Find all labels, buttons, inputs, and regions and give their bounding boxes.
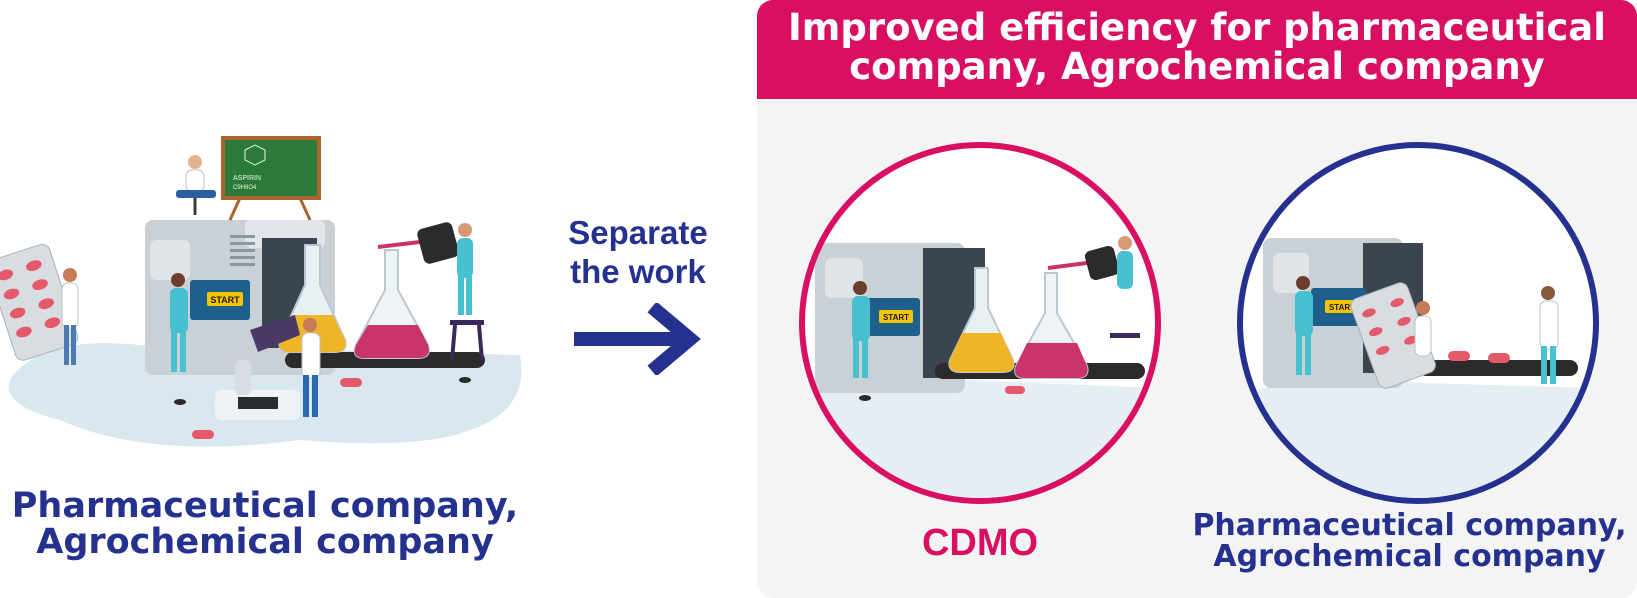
pipette <box>377 240 421 249</box>
cdmo-illustration: START <box>805 236 1155 498</box>
pill-dark <box>174 399 186 405</box>
separate-label: Separate the work <box>548 213 728 291</box>
board-text: ASPIRIN <box>233 175 261 182</box>
board-formula: C9H8O4 <box>233 185 257 191</box>
dropper-bottle <box>417 222 459 264</box>
start-button <box>207 292 243 306</box>
start-label: START <box>210 295 240 305</box>
pharma-caption-line1: Pharmaceutical company, <box>1192 508 1627 543</box>
cdmo-caption: CDMO <box>921 522 1039 564</box>
banner-title-line1: Improved efficiency for pharmaceutical <box>788 5 1606 49</box>
left-lab-illustration: START <box>0 120 530 465</box>
scientist-at-screen <box>170 273 188 372</box>
efficiency-banner: Improved efficiency for pharmaceutical c… <box>757 0 1637 99</box>
scientist-at-microscope <box>301 318 321 417</box>
pharma-caption-line2: Agrochemical company <box>1213 539 1606 574</box>
scientist-top <box>176 155 216 215</box>
pill <box>192 430 214 439</box>
right-arrow-icon <box>574 303 701 375</box>
separate-label-line2: the work <box>570 253 706 290</box>
microscope <box>215 315 300 420</box>
scientist-on-stool <box>450 223 484 361</box>
pharma-caption: Pharmaceutical company, Agrochemical com… <box>1182 510 1637 572</box>
pill <box>340 378 362 387</box>
left-caption-line1: Pharmaceutical company, <box>11 486 519 526</box>
pharma-start-label: START <box>1329 303 1355 312</box>
lab-scene-svg: START <box>0 136 522 447</box>
efficiency-panel: Improved efficiency for pharmaceutical c… <box>757 0 1637 598</box>
left-caption-line2: Agrochemical company <box>36 522 494 562</box>
scientist-left <box>61 268 79 365</box>
left-caption: Pharmaceutical company, Agrochemical com… <box>0 488 530 560</box>
pharma-circle: START <box>1237 142 1599 504</box>
conveyor-belt <box>285 352 485 368</box>
cdmo-start-label: START <box>883 313 909 322</box>
cdmo-circle: START <box>799 142 1161 504</box>
banner-title: Improved efficiency for pharmaceutical c… <box>777 8 1617 86</box>
banner-title-line2: company, Agrochemical company <box>849 44 1545 88</box>
separate-label-line1: Separate <box>568 214 708 251</box>
pharma-illustration: START <box>1243 238 1593 498</box>
machine-vents <box>230 235 255 266</box>
machine-tank <box>150 240 190 280</box>
chalkboard: ASPIRIN C9H8O4 <box>221 136 321 221</box>
pill-dark <box>459 377 471 383</box>
